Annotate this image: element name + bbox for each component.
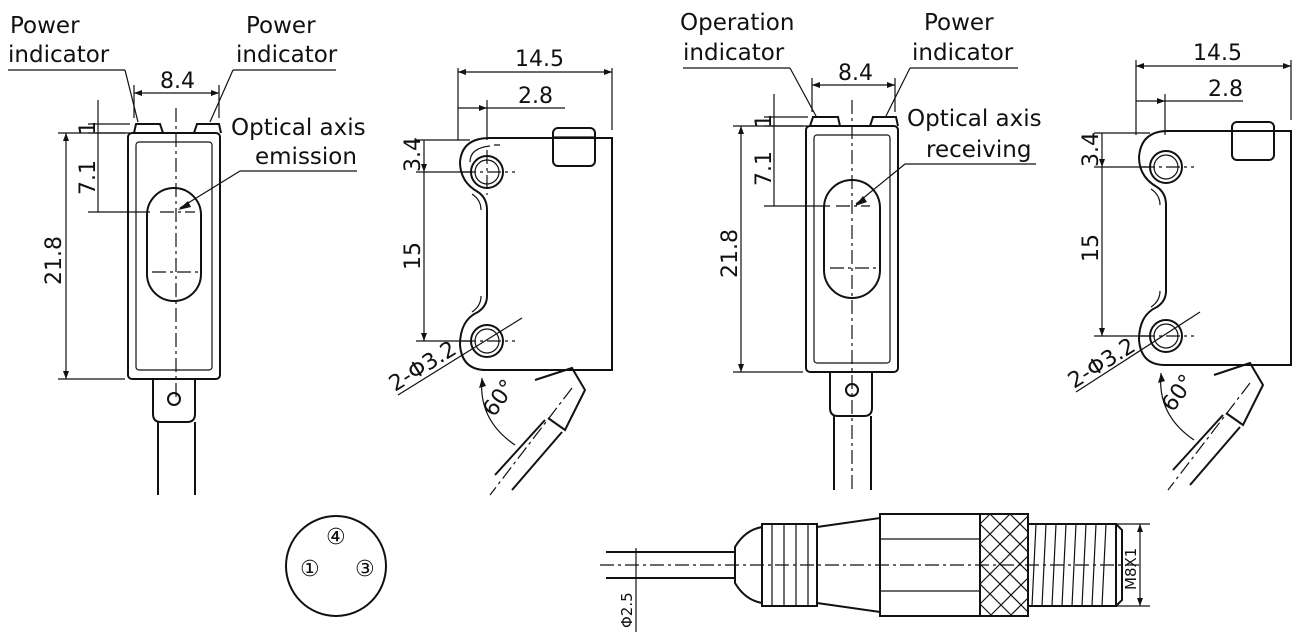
- m8-connector: Φ2.5 M8X1: [600, 513, 1150, 632]
- dim-top-1: 1: [76, 121, 101, 135]
- cable-boss: [152, 379, 196, 423]
- power-indicator-label-left-2: indicator: [8, 42, 110, 68]
- dim-width-3: 8.4: [838, 61, 873, 86]
- indicator-led-right: [193, 123, 222, 134]
- dim-hole-pitch-2: 15: [401, 242, 426, 270]
- indicator-led-side: [552, 127, 596, 167]
- dim-angle-4: 60°: [1157, 370, 1200, 416]
- dim-hole-pitch-4: 15: [1079, 234, 1104, 262]
- power-indicator-label-right-2: indicator: [236, 42, 338, 68]
- sensor-side-body: [458, 137, 613, 371]
- dim-axis-3: 7.1: [752, 151, 777, 186]
- dim-width-1: 8.4: [160, 69, 195, 94]
- power-indicator-label-left-1: Power: [10, 13, 80, 39]
- pin-4: ④: [326, 525, 346, 550]
- receiver-angled-connector: [1213, 361, 1265, 427]
- emitter-side-view: 14.5 2.8 3.4 15 2-Φ3.2: [385, 47, 613, 496]
- operation-led: [809, 116, 841, 127]
- dim-depth-2: 14.5: [515, 47, 564, 72]
- sensor-body: [127, 132, 221, 380]
- dim-holes-2: 2-Φ3.2: [385, 337, 461, 398]
- pin-1: ①: [300, 557, 320, 582]
- operation-indicator-label-2: indicator: [683, 40, 785, 66]
- optical-window: [146, 187, 202, 302]
- optical-axis-label-3a: Optical axis: [907, 106, 1042, 132]
- angled-connector: [534, 366, 587, 432]
- dim-offset-2: 2.8: [518, 84, 553, 109]
- receiver-front-view: Operation indicator Power indicator 8.4 …: [680, 10, 1042, 490]
- receiver-cable-boss: [829, 372, 873, 417]
- power-indicator-label-3b: indicator: [912, 40, 1014, 66]
- dim-hole-top-2: 3.4: [401, 137, 426, 172]
- indicator-led-left: [133, 123, 164, 134]
- dim-height-1: 21.8: [42, 236, 67, 285]
- dim-thread: M8X1: [1122, 548, 1140, 590]
- dim-depth-4: 14.5: [1193, 41, 1242, 66]
- connector-face: [285, 515, 387, 617]
- optical-axis-label-3b: receiving: [926, 137, 1031, 163]
- receiver-indicator-side: [1231, 121, 1275, 161]
- optical-axis-label-1: Optical axis: [231, 115, 366, 141]
- dim-hole-top-4: 3.4: [1079, 132, 1104, 167]
- dim-top-3: 1: [752, 114, 777, 128]
- emitter-front-view: Power indicator Power indicator 8.4 Opti…: [8, 13, 366, 495]
- power-indicator-label-right-1: Power: [246, 13, 316, 39]
- power-led: [869, 116, 899, 127]
- dim-cable-diameter: Φ2.5: [618, 592, 636, 628]
- power-indicator-label-3a: Power: [924, 10, 994, 36]
- pin-diagram: ① ④ ③: [285, 515, 387, 617]
- dim-angle-2: 60°: [478, 375, 521, 421]
- receiver-side-view: 14.5 2.8 3.4 15 2-Φ3.2 60°: [1064, 41, 1292, 491]
- receiver-side-body: [1137, 130, 1292, 366]
- dim-axis-1: 7.1: [76, 160, 101, 195]
- dim-offset-4: 2.8: [1208, 77, 1243, 102]
- optical-axis-label-2: emission: [255, 144, 357, 170]
- pin-3: ③: [355, 557, 375, 582]
- dim-holes-4: 2-Φ3.2: [1064, 334, 1140, 395]
- operation-indicator-label-1: Operation: [680, 10, 794, 36]
- dim-height-3: 21.8: [718, 229, 743, 278]
